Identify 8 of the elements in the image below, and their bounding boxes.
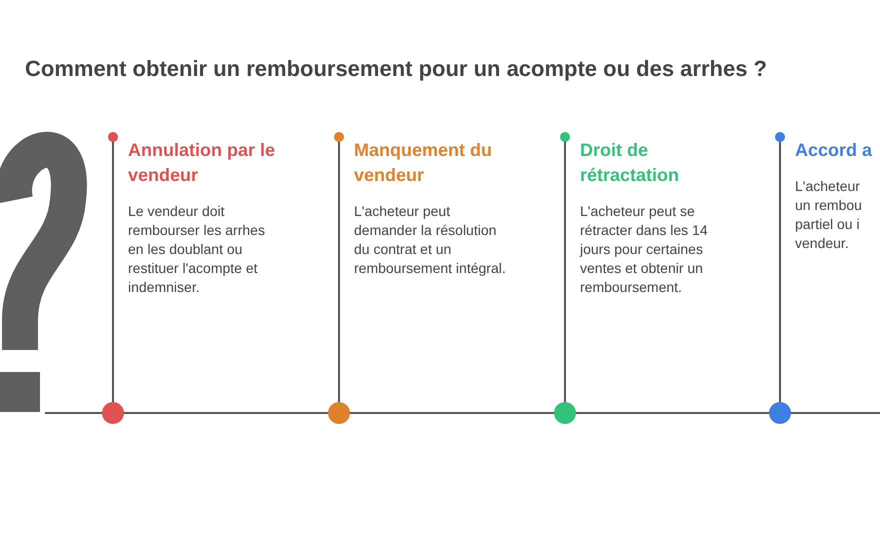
event-title: Annulation par le vendeur <box>128 139 276 187</box>
diagram-title: Comment obtenir un remboursement pour un acompte ou des arrhes ? <box>25 56 767 82</box>
event-description: L'acheteur peut demander la résolution du contrat et un remboursement intégral. <box>354 202 507 278</box>
event-description: L'acheteur peut se rétracter dans les 14 jours pour certaines ventes et obtenir un remboursement. <box>580 202 709 297</box>
event-description: Le vendeur doit rembourser les arrhes en les doublant ou restituer l'acompte et indemniser. <box>128 202 266 297</box>
event-description: L'acheteur un rembou partiel ou i vendeur. <box>795 177 863 253</box>
event-title: Manquement du vendeur <box>354 139 493 187</box>
event-title: Droit de rétractation <box>580 139 680 187</box>
